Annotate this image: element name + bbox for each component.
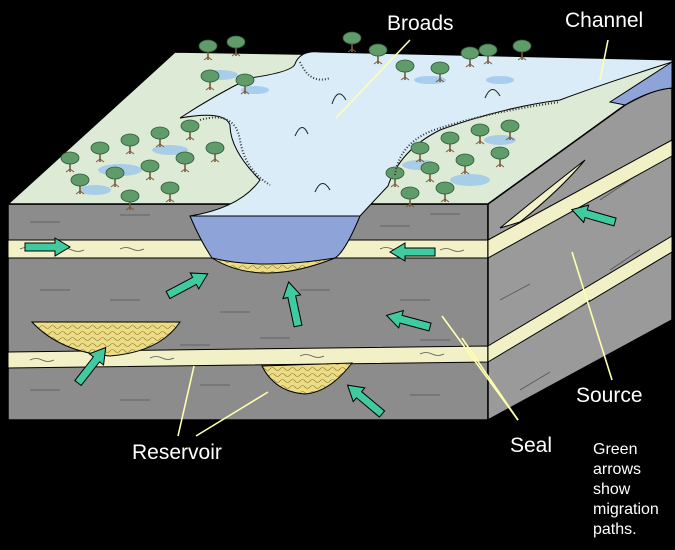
source-rock-sliver	[499, 159, 586, 229]
sand-lens-left	[30, 321, 181, 357]
migration-arrows	[24, 204, 617, 418]
leader-reservoir-right	[195, 391, 269, 437]
migration-note-line: paths.	[593, 521, 637, 538]
migration-arrow	[282, 281, 303, 328]
leader-source	[571, 251, 613, 381]
sand-lens-lower	[261, 362, 354, 395]
leader-seal-lower	[461, 337, 519, 421]
migration-note-line: Green	[593, 441, 638, 458]
side-face	[487, 87, 673, 422]
migration-note-line: migration	[593, 501, 659, 518]
front-face	[7, 203, 489, 421]
leader-reservoir-left	[177, 365, 195, 437]
migration-arrow	[570, 204, 617, 227]
leader-channel	[599, 39, 609, 81]
migration-arrow	[346, 384, 386, 418]
migration-arrow	[385, 309, 432, 332]
label-broads: Broads	[387, 12, 454, 35]
migration-arrow	[165, 272, 209, 300]
channel-water	[608, 61, 673, 106]
broads-inlet	[330, 58, 640, 118]
migration-arrow	[74, 346, 107, 387]
side-reservoir-band-upper	[487, 139, 673, 259]
label-channel: Channel	[565, 9, 644, 32]
migration-arrow	[389, 242, 436, 262]
label-reservoir: Reservoir	[132, 441, 222, 464]
leader-broads	[335, 39, 411, 119]
side-reservoir-band-lower	[487, 235, 673, 363]
channel-cut	[189, 215, 361, 265]
top-surface	[6, 31, 673, 217]
label-seal: Seal	[510, 434, 553, 457]
migration-arrow	[24, 237, 71, 257]
label-source: Source	[576, 384, 643, 407]
leader-lines	[177, 39, 613, 437]
migration-note-line: arrows	[593, 461, 642, 478]
migration-note: Green arrows show migration paths.	[593, 440, 659, 540]
migration-note-line: show	[593, 481, 631, 498]
